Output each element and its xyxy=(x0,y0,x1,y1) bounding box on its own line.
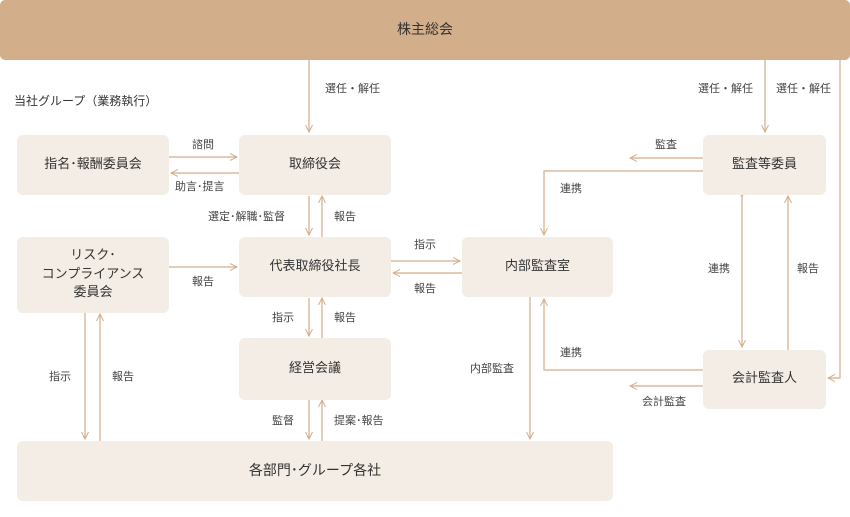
risk-compliance-committee-box: リスク･ コンプライアンス 委員会 xyxy=(17,237,169,313)
label-inquiry: 諮問 xyxy=(192,138,214,151)
label-coop-auditor-ia: 連携 xyxy=(560,346,582,359)
label-report-mgmt-pres: 報告 xyxy=(334,311,356,324)
label-select-supervise: 選定･解職･監督 xyxy=(208,210,285,223)
board-box: 取締役会 xyxy=(239,135,391,195)
label-elect-auditor: 選任・解任 xyxy=(776,82,831,95)
label-internal-audit-div: 内部監査 xyxy=(470,362,514,375)
label-instruct-risk-div: 指示 xyxy=(49,370,71,383)
internal-audit-box: 内部監査室 xyxy=(462,237,613,297)
nomination-committee-box: 指名･報酬委員会 xyxy=(17,135,169,195)
arrow-auditor-ia xyxy=(544,299,703,371)
group-label: 当社グループ（業務執行） xyxy=(14,94,158,108)
label-report-div-risk: 報告 xyxy=(112,370,134,383)
label-elect-audit: 選任・解任 xyxy=(698,82,753,95)
president-box: 代表取締役社長 xyxy=(239,237,391,297)
arrow-shareholders-auditor xyxy=(828,60,841,378)
label-report-ia-pres: 報告 xyxy=(414,282,436,295)
label-instruct-pres-mgmt: 指示 xyxy=(272,311,294,324)
label-coop-ac-ia: 連携 xyxy=(560,182,582,195)
label-instruct-pres-ia: 指示 xyxy=(414,238,436,251)
label-advice: 助言･提言 xyxy=(175,180,225,193)
divisions-box: 各部門･グループ各社 xyxy=(17,441,613,501)
shareholders-meeting-box: 株主総会 xyxy=(0,0,850,60)
label-audit: 監査 xyxy=(655,138,677,151)
label-report-risk-pres: 報告 xyxy=(192,275,214,288)
label-proposal-report: 提案･報告 xyxy=(334,414,384,427)
label-report-auditor-ac: 報告 xyxy=(797,262,819,275)
arrow-auditcommittee-ia-coop xyxy=(544,170,703,235)
management-meeting-box: 経営会議 xyxy=(239,338,391,400)
label-supervise-mgmt-div: 監督 xyxy=(272,414,294,427)
label-report-pres-board: 報告 xyxy=(334,210,356,223)
label-coop-ac-auditor: 連携 xyxy=(708,262,730,275)
label-accounting-audit: 会計監査 xyxy=(642,395,686,408)
audit-committee-box: 監査等委員 xyxy=(703,135,826,195)
label-elect-board: 選任・解任 xyxy=(325,82,380,95)
accounting-auditor-box: 会計監査人 xyxy=(703,350,826,409)
